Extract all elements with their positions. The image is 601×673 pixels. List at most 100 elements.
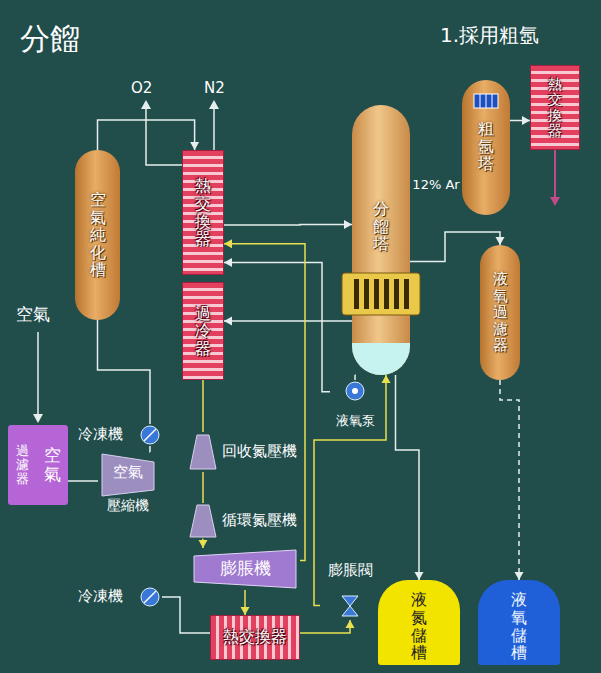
chiller-label: 冷凍機 [78,588,123,605]
oxygen-pump: 液氧泵 [330,380,380,429]
path-decor [352,343,410,375]
connector-line [68,480,98,482]
expansion-valve: 膨脹閥 [320,562,380,620]
connector [149,446,150,452]
connector [354,375,355,380]
connector-line [354,375,356,380]
connector-line [396,375,420,580]
connector [500,380,524,580]
connector [241,590,250,615]
connector [510,116,530,125]
nitrogen-outlet-line [213,108,215,150]
circle-decor [141,426,159,444]
path-decor [194,550,296,588]
compressor-label: 壓縮機 [107,497,149,513]
connector-line [224,263,330,392]
compressor-label: 空氣 [113,464,143,481]
pump-label: 液氧泵 [336,414,375,429]
connector-line [98,320,150,424]
filter-label: 空氣 [44,446,61,483]
connector-line [224,320,352,322]
heat-exchanger: 熱交換器 [210,615,300,660]
edge-label: 12% Ar [410,178,461,193]
connector-line [202,472,204,503]
circle-decor [141,588,159,606]
arrow-head [190,142,199,150]
oxygen-outlet-line [146,108,182,165]
connector-line [224,224,352,226]
connector-line [202,380,204,432]
rect-decor [364,279,369,309]
column-label: 分餾塔 [373,200,389,253]
recovery-compressor: 回收氮壓機 [188,432,300,472]
arrow-head [415,572,424,580]
line-decor [480,94,481,108]
rect-decor [394,279,399,309]
path-decor [190,505,216,537]
exchanger-label: 熱交換器 [223,628,287,646]
air-filter: 過濾器空氣 [8,425,68,505]
arrow-head [346,620,355,628]
nitrogen-tank: 液氮儲槽 [378,580,460,665]
stream-label: O2 [131,80,152,97]
heat-exchanger: 熱交換器 [182,150,224,275]
connector [98,320,150,424]
connector [68,480,98,481]
arrow-head [198,540,207,548]
chiller: 冷凍機 [78,424,162,446]
rect-decor [374,279,379,309]
arrow-head [522,116,530,125]
argon-column: 粗氬塔 [462,80,510,215]
connector-line [314,375,386,606]
air-compressor: 空氣壓縮機 [98,452,158,516]
expander: 膨脹機 [190,548,300,590]
filter-label: 液氧過濾器 [493,271,508,354]
connector [300,620,355,633]
stream-label: N2 [204,80,225,97]
connector [314,375,390,606]
rect-decor [354,279,359,309]
line-decor [486,94,487,108]
path-decor [190,435,216,469]
line-decor [144,591,156,603]
rect-decor [404,279,409,309]
connector [198,539,207,548]
connector [203,472,204,503]
chiller-label: 冷凍機 [78,426,123,443]
connector [224,317,352,326]
arrow-head [33,414,43,423]
valve-label: 膨脹閥 [328,562,373,579]
arrow-head [381,375,390,383]
expander-label: 膨脹機 [220,559,271,579]
tank-label: 液氮儲槽 [411,591,427,661]
column-label: 粗氬塔 [478,120,494,173]
arrow-head [550,197,560,206]
connector [224,258,330,392]
compressor-label: 回收氮壓機 [222,443,297,460]
connector-line [162,597,210,633]
subcooler: 過冷器 [182,282,224,380]
arrow-head [224,317,232,326]
connector-line [98,120,195,150]
oxygen-filter: 液氧過濾器 [480,245,520,380]
connector [162,597,210,633]
cycle-compressor: 循環氮壓機 [188,503,300,539]
tank-label: 液氧儲槽 [511,591,527,661]
connector [396,375,424,580]
compressor-label: 循環氮壓機 [222,512,297,529]
rect-decor [474,94,498,108]
tank-label: 空氣純化槽 [90,191,106,279]
chiller: 冷凍機 [78,586,162,608]
connector-line [300,620,350,633]
connector [224,220,352,229]
arrow-head [141,100,151,109]
arrow-head [209,100,219,109]
note-text: 1.採用粗氬 [440,24,539,47]
arrow-head [224,239,232,248]
arrow-head [515,572,524,580]
fractionating-column: 分餾塔 [352,105,410,375]
arrow-head [496,237,505,245]
exchanger-label: 熱交換器 [548,77,562,139]
